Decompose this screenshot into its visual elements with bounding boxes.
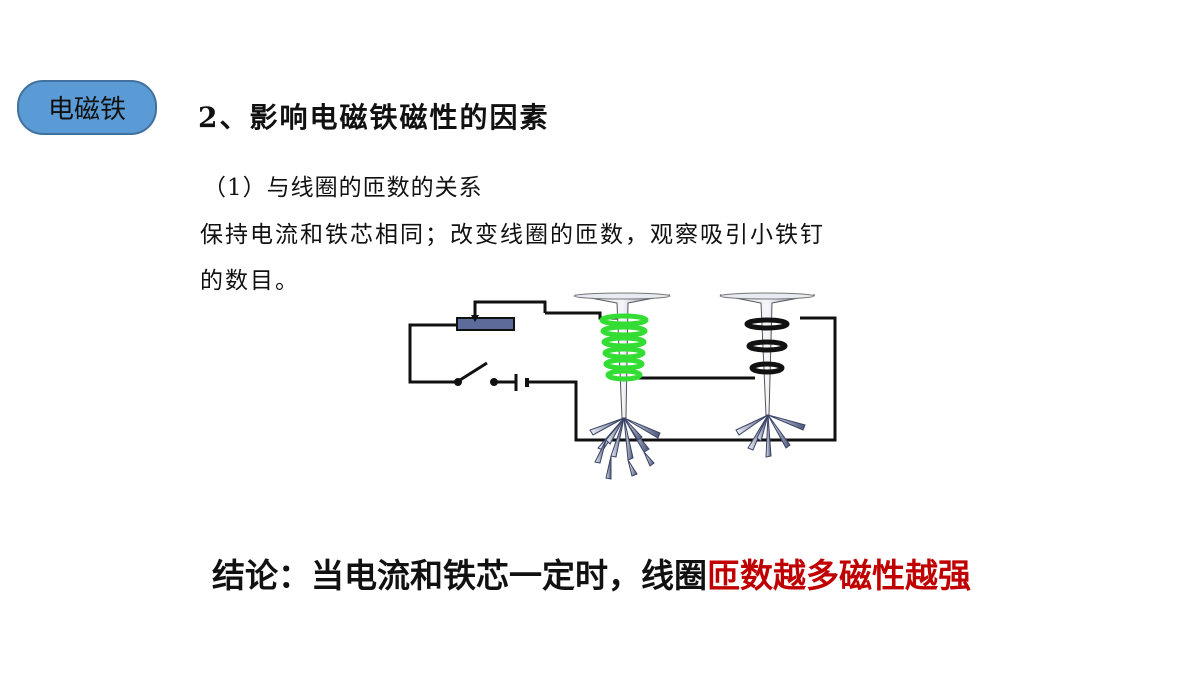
rheostat-slider-arrow: [471, 315, 479, 322]
nails-right: [735, 414, 806, 458]
topic-badge-label: 电磁铁: [47, 95, 126, 125]
conclusion: 结论：当电流和铁芯一定时，线圈匝数越多磁性越强: [212, 549, 971, 597]
electromagnet-right: [719, 292, 816, 416]
topic-badge[interactable]: 电磁铁: [17, 80, 157, 135]
coil-right: [744, 317, 790, 375]
switch: [454, 361, 498, 386]
description-line-2: 的数目。: [200, 268, 300, 294]
circuit-wires: [408, 300, 837, 442]
nails-left: [589, 417, 661, 480]
electromagnet-left: [573, 292, 671, 419]
description-line-1: 保持电流和铁芯相同；改变线圈的匝数，观察吸引小铁钉: [200, 222, 825, 248]
experiment-description: 保持电流和铁芯相同；改变线圈的匝数，观察吸引小铁钉 的数目。: [200, 212, 960, 304]
coil-left: [599, 313, 649, 382]
subsection-heading: （1）与线圈的匝数的关系: [203, 175, 483, 201]
section-title: 2、影响电磁铁磁性的因素: [198, 101, 550, 134]
circuit-diagram: [408, 292, 837, 480]
conclusion-highlight: 匝数越多磁性越强: [707, 556, 971, 595]
conclusion-text: 结论：当电流和铁芯一定时，线圈: [212, 556, 707, 595]
rheostat: [456, 317, 515, 331]
